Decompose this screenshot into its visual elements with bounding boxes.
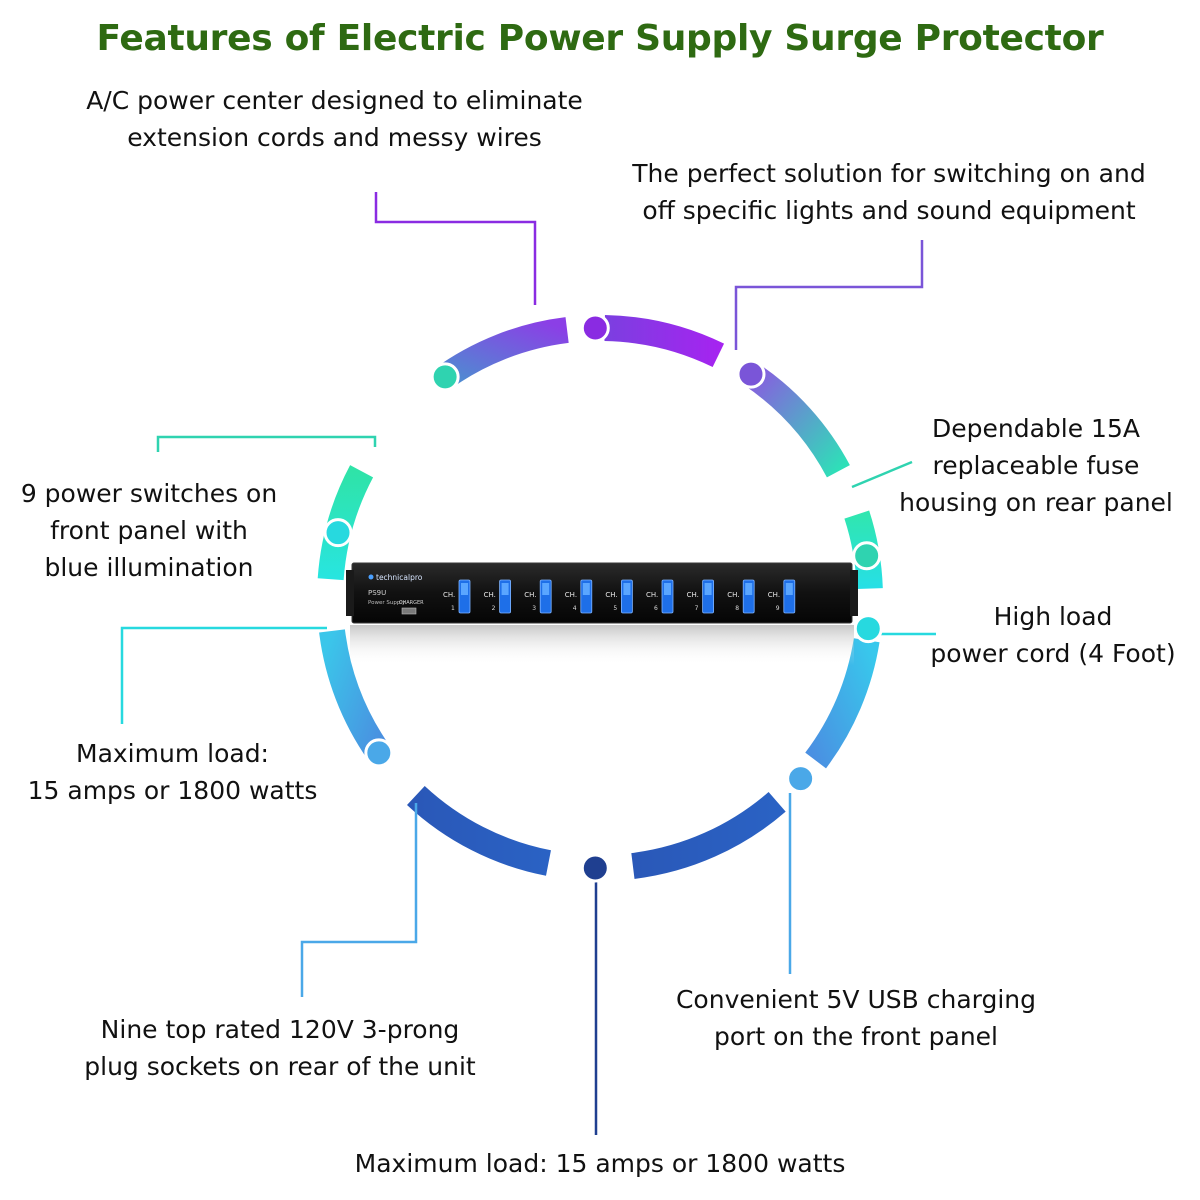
rack-ear-left	[346, 570, 354, 616]
channel-number: 2	[492, 605, 496, 612]
feature-label-line: Nine top rated 120V 3-prong	[100, 1015, 460, 1044]
usb-port-icon	[401, 607, 417, 615]
dot-power-switches	[430, 362, 460, 392]
dot-power-cord	[853, 614, 883, 644]
switch-glow	[461, 583, 468, 595]
channel-label: CH.	[565, 591, 577, 599]
ring-segment-bottom-right	[631, 791, 786, 879]
feature-label-line: Maximum load:	[76, 739, 269, 768]
feature-label-line: 15 amps or 1800 watts	[27, 776, 318, 805]
dot-fuse-housing	[852, 541, 882, 571]
device-subtitle: Power Supply	[368, 600, 406, 606]
channel-number: 7	[695, 605, 699, 612]
charger-label: CHARGER	[399, 600, 424, 606]
device-brand: technicalpro	[376, 573, 423, 582]
ring-segment-top	[604, 315, 725, 368]
channel-label: CH.	[727, 591, 739, 599]
feature-label-line: Convenient 5V USB charging	[675, 985, 1037, 1014]
feature-label-power-switches: 9 power switches on front panel with blue …	[0, 475, 298, 586]
ring-segment-lower-right	[805, 638, 880, 769]
feature-label-line: A/C power center designed to eliminate	[86, 86, 583, 115]
connector-plug-sockets	[300, 803, 418, 997]
ring-segment-upper-left	[433, 317, 569, 391]
channel-number: 4	[573, 605, 577, 612]
switch-glow	[623, 583, 631, 595]
connector-switching-solution	[734, 240, 924, 350]
switch-glow	[582, 583, 590, 595]
switch-glow	[785, 583, 793, 595]
switch-glow	[745, 583, 753, 595]
channel-label: CH.	[484, 591, 496, 599]
feature-label-line: 9 power switches on	[20, 479, 278, 508]
ring-segment-upper-right	[743, 363, 850, 478]
feature-label-line: Maximum load: 15 amps or 1800 watts	[354, 1149, 846, 1178]
feature-label-line: Dependable 15A	[932, 414, 1140, 443]
switch-glow	[542, 583, 550, 595]
dot-max-load-left	[323, 518, 353, 548]
feature-label-power-cord: High load power cord (4 Foot)	[912, 598, 1194, 672]
feature-label-line: front panel with	[50, 516, 248, 545]
switch-ch-3: CH. 3	[524, 579, 552, 614]
feature-label-max-load-left: Maximum load: 15 amps or 1800 watts	[0, 735, 345, 809]
feature-label-max-load-bottom: Maximum load: 15 amps or 1800 watts	[300, 1145, 900, 1182]
connector-max-load-left	[120, 626, 327, 724]
rack-ear-right	[850, 570, 858, 616]
feature-label-line: port on the front panel	[713, 1022, 999, 1051]
connector-ac-power-center	[374, 192, 537, 305]
switch-ch-7: CH. 7	[687, 579, 714, 614]
feature-label-switching-solution: The perfect solution for switching on an…	[600, 155, 1178, 229]
device-reflection	[350, 625, 854, 665]
switch-glow	[501, 583, 509, 595]
dot-usb-port	[786, 764, 816, 794]
switch-ch-4: CH. 4	[565, 579, 593, 614]
dot-plug-sockets	[364, 738, 394, 768]
dot-switching-solution	[736, 359, 766, 389]
switch-ch-2: CH. 2	[484, 579, 512, 614]
page-title: Features of Electric Power Supply Surge …	[96, 18, 1104, 59]
feature-label-line: power cord (4 Foot)	[930, 639, 1176, 668]
channel-label: CH.	[524, 591, 536, 599]
feature-label-usb-port: Convenient 5V USB charging port on the fr…	[650, 981, 1062, 1055]
feature-label-line: plug sockets on rear of the unit	[84, 1052, 476, 1081]
feature-label-line: High load	[993, 602, 1113, 631]
switch-ch-1: CH. 1	[443, 579, 471, 614]
switch-ch-9: CH. 9	[768, 579, 796, 614]
switch-ch-8: CH. 8	[727, 579, 755, 614]
channel-number: 9	[776, 605, 780, 612]
channel-label: CH.	[768, 591, 780, 599]
channel-number: 8	[735, 605, 739, 612]
channel-number: 6	[654, 605, 658, 612]
connector-fuse-housing	[851, 460, 913, 489]
feature-label-line: off specific lights and sound equipment	[642, 196, 1136, 225]
channel-label: CH.	[605, 591, 617, 599]
channel-label: CH.	[646, 591, 658, 599]
connector-power-switches	[156, 435, 377, 452]
power-supply-device: technicalpro PS9U Power Supply CHARGER C…	[346, 562, 858, 665]
channel-number: 5	[613, 605, 617, 612]
feature-label-fuse-housing: Dependable 15A replaceable fuse housing on…	[882, 410, 1190, 521]
feature-label-plug-sockets: Nine top rated 120V 3-prong plug sockets …	[50, 1011, 510, 1085]
feature-label-line: blue illumination	[44, 553, 254, 582]
channel-number: 3	[532, 605, 536, 612]
device-model: PS9U	[368, 589, 386, 597]
channel-number: 1	[451, 605, 455, 612]
switch-glow	[704, 583, 712, 595]
feature-label-line: housing on rear panel	[899, 488, 1173, 517]
feature-label-ac-power-center: A/C power center designed to eliminate ex…	[52, 82, 617, 156]
dot-max-load-bottom	[580, 853, 610, 883]
feature-label-line: The perfect solution for switching on an…	[632, 159, 1146, 188]
switch-glow	[664, 583, 671, 595]
channel-label: CH.	[443, 591, 455, 599]
feature-label-line: extension cords and messy wires	[127, 123, 542, 152]
feature-label-line: replaceable fuse	[932, 451, 1140, 480]
brand-logo-icon	[368, 574, 374, 580]
dot-ac-power-center	[580, 313, 610, 343]
switch-ch-5: CH. 5	[605, 579, 633, 614]
switch-ch-6: CH. 6	[646, 579, 674, 614]
channel-label: CH.	[687, 591, 699, 599]
ring-segment-bottom-left	[406, 785, 552, 876]
